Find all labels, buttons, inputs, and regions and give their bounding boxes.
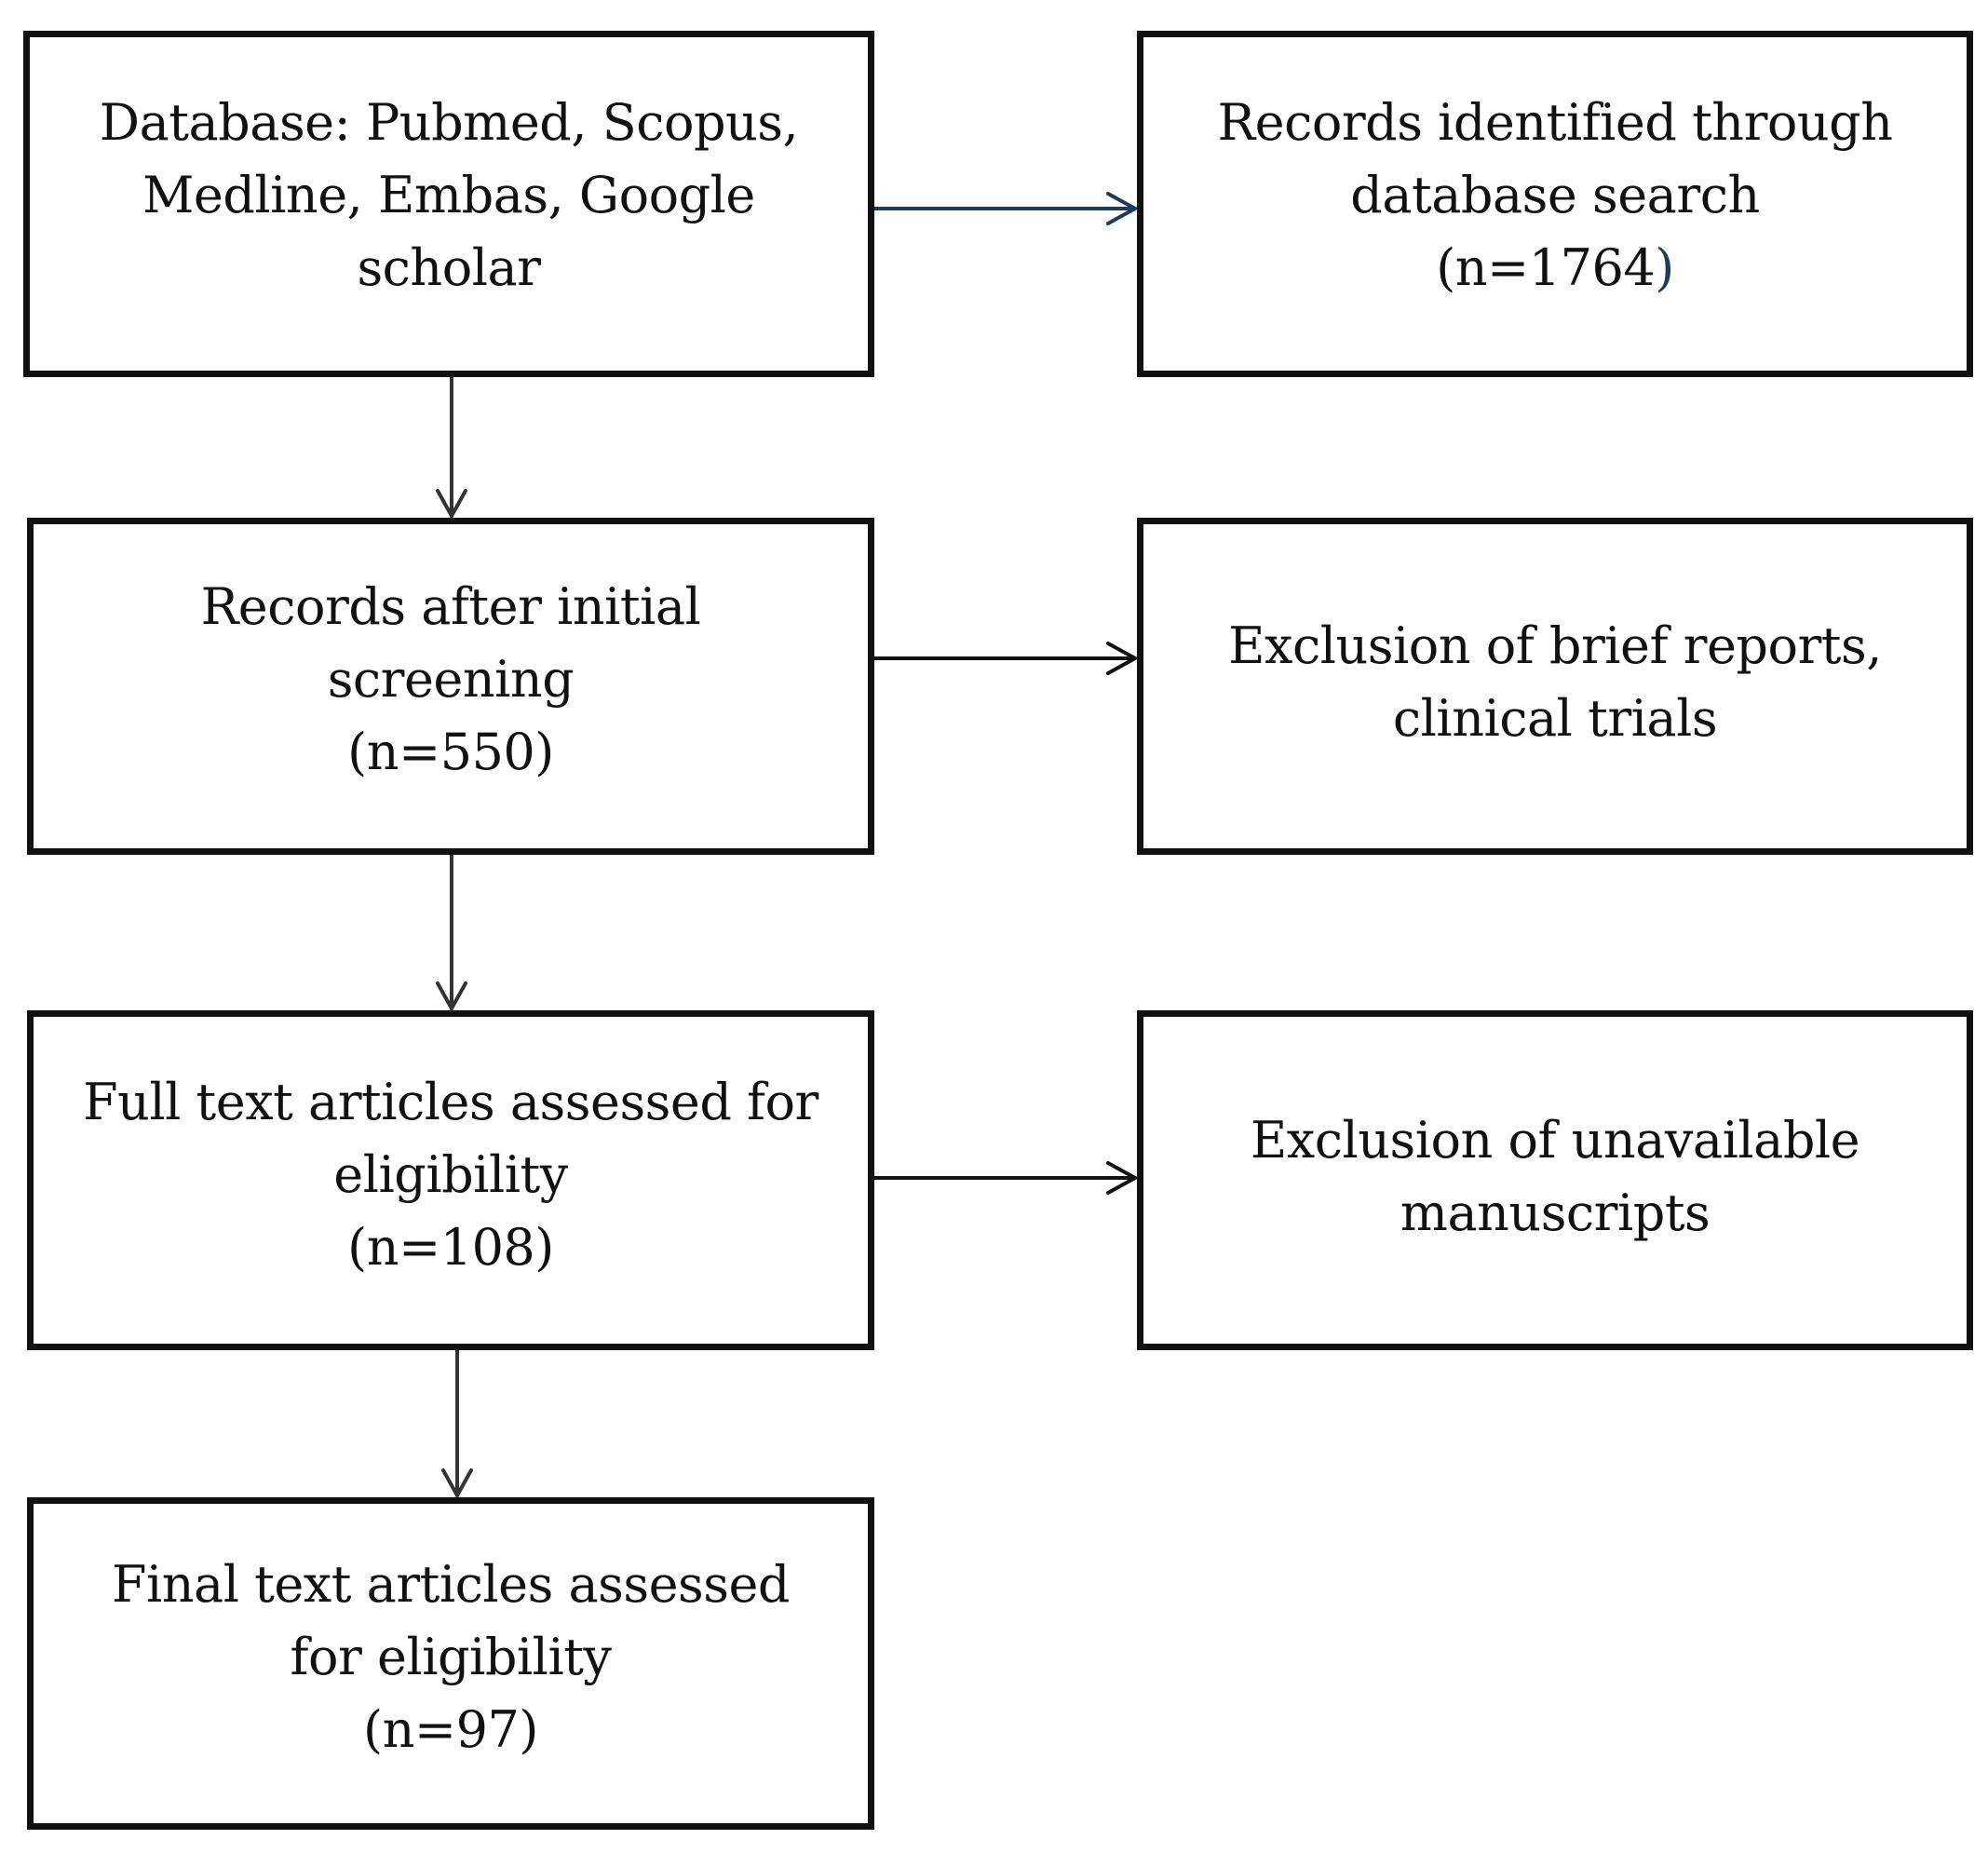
full-text-assessed-box: Full text articles assessed for eligibil… [27,1010,874,1350]
final-articles-box: Final text articles assessed for eligibi… [27,1497,874,1830]
arrow-database-to-identified [872,192,1137,225]
exclusion-unavailable-text: Exclusion of unavailable manuscripts [1251,1104,1860,1257]
fulltext-line-1: Full text articles assessed for [83,1072,818,1131]
exclusion-brief-line-2: clinical trials [1392,689,1718,748]
final-line-3: (n=97) [363,1699,538,1759]
fulltext-line-3: (n=108) [347,1217,554,1277]
database-line-3: scholar [357,238,541,297]
database-line-1: Database: Pubmed, Scopus, [99,93,799,152]
screening-line-3: (n=550) [347,723,554,781]
exclusion-unavailable-line-2: manuscripts [1400,1183,1711,1242]
identified-count: (n=1764) [1217,232,1892,304]
database-sources-box: Database: Pubmed, Scopus, Medline, Embas… [23,31,874,377]
identified-count-value: n=1764 [1454,238,1656,297]
exclusion-brief-line-1: Exclusion of brief reports, [1228,616,1882,675]
fulltext-line-2: eligibility [333,1144,568,1204]
exclusion-brief-reports-text: Exclusion of brief reports, clinical tri… [1228,610,1882,763]
full-text-assessed-text: Full text articles assessed for eligibil… [83,1066,818,1295]
identified-line-1: Records identified through [1217,93,1893,152]
arrow-fulltext-to-exclusion [872,1161,1137,1195]
initial-screening-text: Records after initial screening (n=550) [201,571,701,802]
database-line-2: Medline, Embas, Google [142,166,755,224]
screening-line-2: screening [327,650,575,709]
arrow-database-to-screening [436,375,467,518]
final-line-1: Final text articles assessed [112,1554,790,1614]
exclusion-unavailable-line-1: Exclusion of unavailable [1250,1110,1860,1170]
arrow-screening-to-fulltext [436,853,467,1010]
records-identified-box: Records identified through database sear… [1137,31,1973,377]
records-identified-text: Records identified through database sear… [1217,87,1893,321]
arrow-screening-to-exclusion [872,642,1137,675]
exclusion-brief-reports-box: Exclusion of brief reports, clinical tri… [1137,518,1973,855]
initial-screening-box: Records after initial screening (n=550) [27,518,874,855]
identified-count-open: ( [1436,238,1455,297]
arrow-fulltext-to-final [441,1348,473,1497]
final-articles-text: Final text articles assessed for eligibi… [112,1549,790,1779]
final-line-2: for eligibility [290,1627,612,1686]
identified-line-2: database search [1350,166,1760,224]
identified-count-close: ) [1655,238,1674,297]
database-sources-text: Database: Pubmed, Scopus, Medline, Embas… [99,87,799,321]
screening-line-1: Records after initial [200,577,701,636]
exclusion-unavailable-box: Exclusion of unavailable manuscripts [1137,1010,1973,1350]
